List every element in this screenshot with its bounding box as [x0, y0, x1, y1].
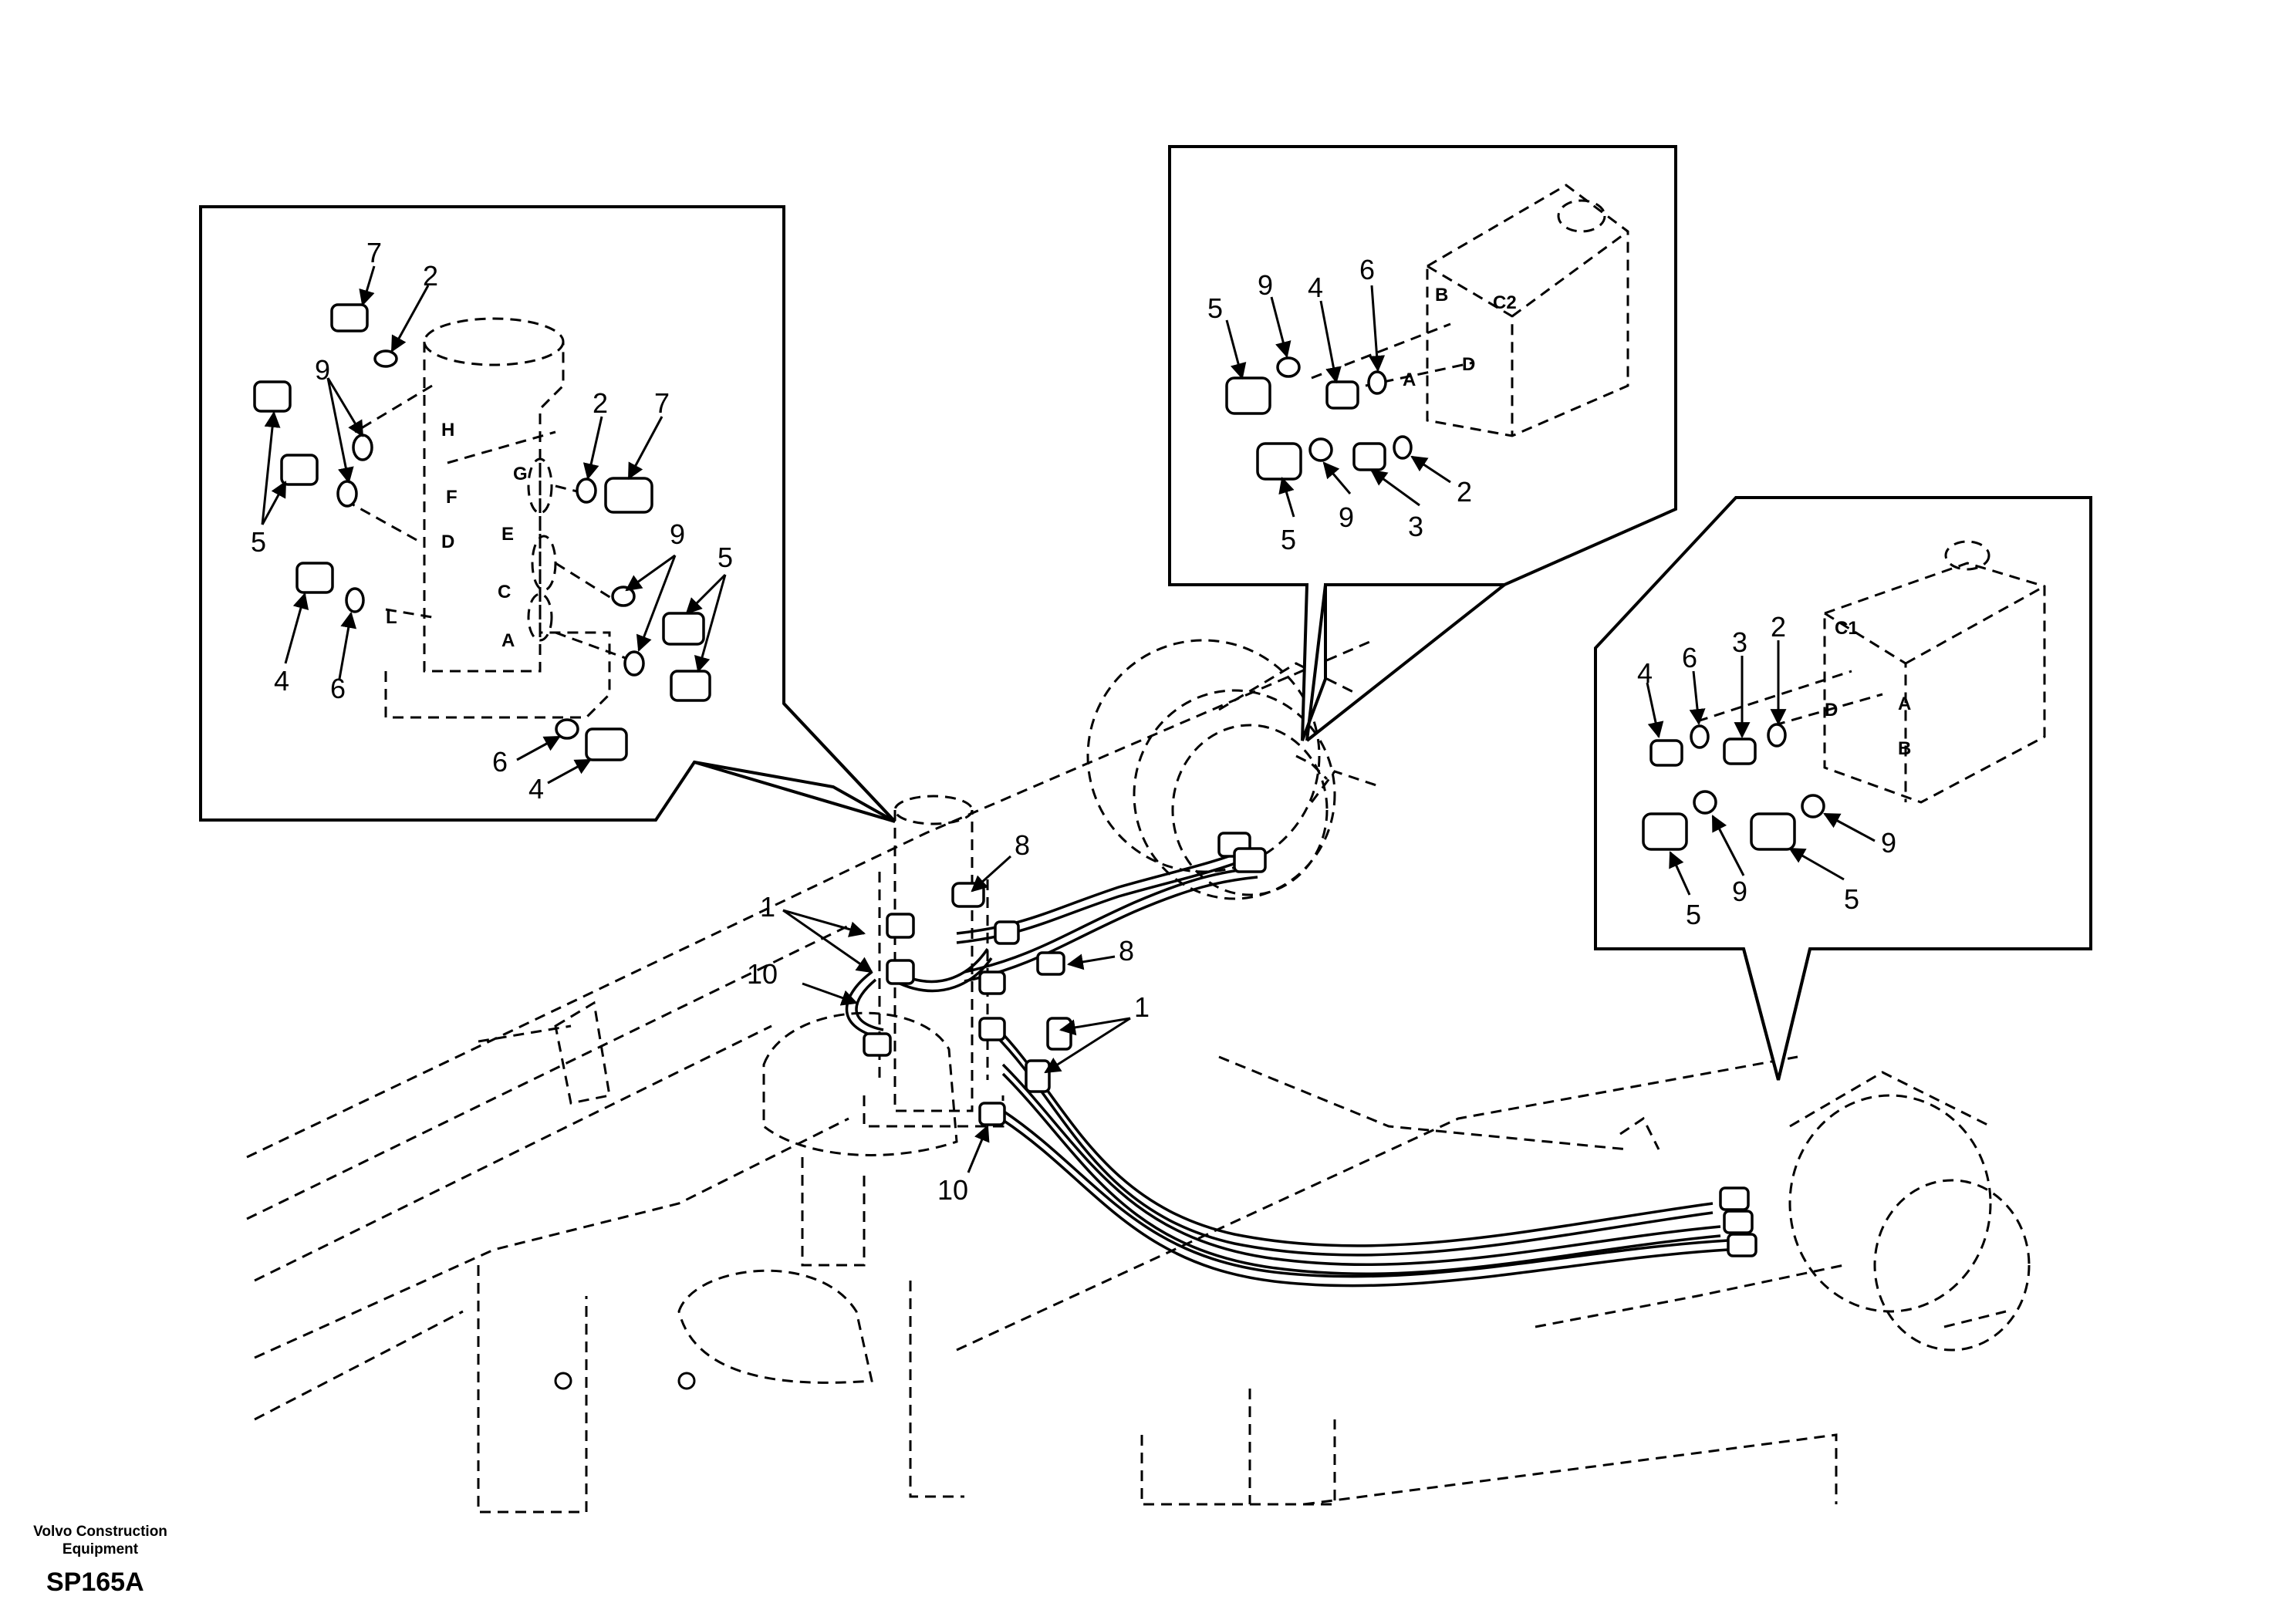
top-inset-frame	[1168, 145, 1677, 742]
port-label-F: F	[446, 487, 458, 508]
right-inset-parts	[1642, 723, 1825, 851]
port-label-C: C	[498, 582, 511, 602]
hydraulic-hoses	[845, 847, 1729, 1288]
right-inset-arrows	[1646, 640, 1876, 896]
center-swivel-joint	[863, 795, 1004, 1128]
left-inset-arrows	[261, 265, 727, 785]
right-inset-valve	[1697, 540, 2046, 804]
port-label-G: G	[513, 464, 528, 484]
right-callout-5-left: 5	[1686, 899, 1701, 930]
top-inset-parts	[1225, 356, 1413, 481]
right-callout-5-right: 5	[1844, 883, 1859, 915]
left-callout-6-left: 6	[330, 673, 346, 704]
callout-8-right: 8	[1119, 935, 1134, 967]
right-callout-9-right: 9	[1881, 827, 1896, 859]
callout-8-top: 8	[1015, 829, 1030, 861]
left-callout-4-bottom: 4	[528, 773, 544, 805]
top-port-label-B: B	[1435, 285, 1448, 305]
top-callout-2-right: 2	[1457, 476, 1472, 508]
right-callout-4-top: 4	[1637, 657, 1653, 689]
top-port-label-C2: C2	[1493, 292, 1517, 313]
top-port-label-D: D	[1462, 354, 1475, 375]
travel-motor-right	[1788, 1071, 2031, 1352]
left-callout-4-left: 4	[274, 665, 289, 697]
right-callout-6-top: 6	[1682, 642, 1697, 673]
port-label-L: L	[386, 607, 397, 628]
left-callout-2-top: 2	[423, 260, 438, 292]
top-callout-5-top: 5	[1207, 292, 1223, 324]
right-callout-9-mid: 9	[1732, 876, 1747, 907]
travel-motor-left	[1086, 639, 1359, 900]
left-callout-9-left: 9	[315, 354, 330, 386]
port-label-A: A	[501, 630, 515, 651]
right-callout-3-top: 3	[1732, 626, 1747, 658]
top-inset-arrows	[1225, 285, 1451, 518]
right-port-label-C1: C1	[1835, 618, 1859, 639]
callout-10-left: 10	[747, 958, 778, 990]
top-callout-9-bottom: 9	[1339, 501, 1354, 533]
top-callout-6-top: 6	[1359, 254, 1375, 285]
footer-brand: Volvo Construction Equipment	[15, 1523, 185, 1558]
brand-line-1: Volvo Construction	[33, 1524, 167, 1540]
port-label-E: E	[501, 524, 514, 545]
left-inset-frame	[199, 205, 896, 823]
main-callout-arrows	[782, 855, 1131, 1173]
port-label-D: D	[441, 532, 454, 552]
drawing-code: SP165A	[46, 1568, 144, 1597]
top-callout-4-top: 4	[1308, 272, 1323, 303]
callout-1-top: 1	[760, 891, 775, 923]
left-callout-7-top: 7	[366, 237, 382, 268]
top-callout-5-bottom: 5	[1281, 524, 1296, 555]
left-callout-5-left: 5	[251, 526, 266, 558]
callout-10-bottom: 10	[937, 1174, 968, 1206]
callout-1-right: 1	[1134, 991, 1150, 1023]
undercarriage-frame	[246, 639, 1845, 1514]
top-callout-9-top: 9	[1258, 269, 1273, 301]
top-callout-3-bottom: 3	[1408, 511, 1423, 542]
right-callout-2-top: 2	[1771, 611, 1786, 643]
right-port-label-B: B	[1898, 738, 1911, 759]
right-port-label-D: D	[1825, 700, 1838, 721]
left-callout-6-bottom: 6	[492, 746, 508, 778]
brand-line-2: Equipment	[62, 1541, 139, 1558]
port-label-H: H	[441, 420, 454, 440]
left-callout-2-mid: 2	[593, 387, 608, 419]
right-inset-frame	[1594, 496, 2092, 1081]
left-callout-9-right: 9	[670, 518, 685, 550]
left-callout-7-mid: 7	[654, 387, 670, 419]
right-port-label-A: A	[1898, 694, 1911, 714]
left-callout-5-right: 5	[718, 542, 733, 573]
top-port-label-A: A	[1403, 370, 1416, 390]
